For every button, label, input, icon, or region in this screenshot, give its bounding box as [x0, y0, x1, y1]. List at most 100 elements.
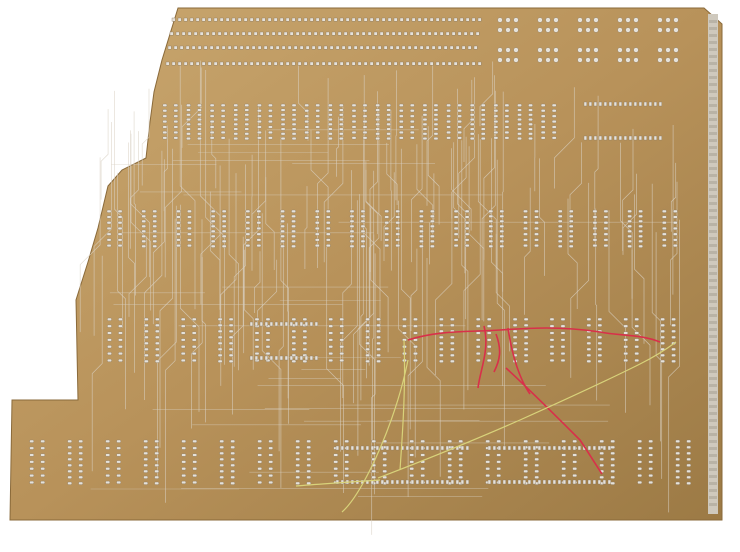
connector-pad: [545, 27, 551, 33]
header-pin-pad: [339, 17, 344, 22]
dip-ic-footprint: [314, 209, 331, 248]
edge-finger: [709, 342, 717, 345]
copper-trace: [265, 177, 275, 270]
edge-finger: [709, 258, 717, 261]
header-pin-pad: [247, 31, 252, 36]
header-pin-pad: [301, 31, 306, 36]
copper-trace: [179, 62, 196, 310]
dip-ic-footprint: [557, 209, 574, 248]
header-pin-pad: [473, 45, 478, 50]
copper-trace: [567, 198, 578, 309]
header-pin-pad: [351, 61, 356, 66]
copper-trace: [451, 148, 472, 231]
copper-trace: [668, 219, 680, 513]
edge-finger: [709, 174, 717, 177]
copper-trace: [117, 172, 126, 410]
header-pin-pad: [327, 61, 332, 66]
header-pin-pad: [189, 61, 194, 66]
dip-ic-footprint: [375, 103, 391, 141]
edge-finger: [709, 370, 717, 373]
header-pin-pad: [289, 31, 294, 36]
pcb-board-outline: [9, 7, 723, 521]
edge-finger: [709, 503, 717, 506]
dip-ic-footprint: [523, 209, 539, 248]
edge-finger: [709, 426, 717, 429]
header-pin-pad: [369, 17, 374, 22]
edge-finger: [709, 328, 717, 331]
connector-pad: [513, 17, 519, 23]
header-pin-pad: [183, 17, 188, 22]
header-pin-pad: [393, 61, 398, 66]
connector-pad: [633, 57, 639, 63]
connector-pad: [673, 57, 679, 63]
large-ic-footprints: [249, 101, 662, 485]
connector-pad: [513, 27, 519, 33]
header-pin-pad: [423, 61, 428, 66]
header-pin-pad: [193, 31, 198, 36]
header-pin-pad: [427, 31, 432, 36]
copper-trace: [152, 159, 165, 325]
header-pin-pad: [461, 45, 466, 50]
header-pin-pad: [177, 17, 182, 22]
header-pin-pad: [435, 61, 440, 66]
header-pin-pad: [263, 45, 268, 50]
header-pin-pad: [429, 61, 434, 66]
header-pin-pad: [321, 17, 326, 22]
header-pin-pad: [255, 17, 260, 22]
copper-trace: [479, 61, 494, 127]
edge-finger: [709, 55, 717, 58]
edge-finger: [709, 272, 717, 275]
edge-finger: [709, 104, 717, 107]
copper-trace: [141, 88, 150, 186]
header-pin-pad: [459, 17, 464, 22]
copper-trace: [130, 133, 152, 311]
header-pin-pad: [303, 17, 308, 22]
yellow-jumper-wire: [295, 339, 677, 513]
header-pin-pad: [313, 31, 318, 36]
edge-finger: [709, 321, 717, 324]
edge-finger: [709, 489, 717, 492]
copper-trace: [257, 259, 278, 324]
copper-trace: [181, 67, 202, 148]
header-pin-pad: [261, 17, 266, 22]
header-pin-pad: [351, 17, 356, 22]
header-pin-pad: [357, 17, 362, 22]
edge-finger: [709, 27, 717, 30]
connector-pad: [585, 27, 591, 33]
header-pin-pad: [407, 45, 412, 50]
copper-trace: [287, 223, 289, 399]
header-pin-pad: [235, 31, 240, 36]
dip-ic-footprint: [219, 439, 236, 485]
copper-trace: [114, 90, 123, 328]
copper-trace: [463, 79, 473, 162]
header-pin-pad: [261, 61, 266, 66]
dip-ic-footprint: [29, 439, 45, 484]
copper-trace: [651, 183, 661, 442]
header-pin-pad: [411, 17, 416, 22]
header-pin-pad: [385, 31, 390, 36]
copper-trace: [336, 116, 339, 177]
connector-pad: [505, 57, 511, 63]
copper-trace: [251, 130, 267, 271]
copper-trace: [363, 75, 367, 379]
header-pin-pad: [429, 17, 434, 22]
dip-ic-footprint: [475, 317, 492, 362]
connector-pad: [577, 57, 583, 63]
copper-trace: [457, 88, 467, 320]
header-pin-pad: [167, 45, 172, 50]
dip-ic-footprint: [186, 103, 202, 141]
header-pin-pad: [259, 31, 264, 36]
connector-pad: [553, 17, 559, 23]
header-pin-pad: [339, 61, 344, 66]
edge-finger: [709, 209, 717, 212]
header-pin-pad: [297, 61, 302, 66]
copper-trace: [128, 142, 135, 373]
header-pin-pad: [303, 61, 308, 66]
copper-trace: [383, 172, 395, 261]
copper-trace: [326, 244, 344, 493]
header-pin-pad: [415, 31, 420, 36]
connector-pad: [577, 27, 583, 33]
dip-ic-footprint: [592, 209, 609, 248]
edge-finger: [709, 83, 717, 86]
header-pin-pad: [471, 17, 476, 22]
